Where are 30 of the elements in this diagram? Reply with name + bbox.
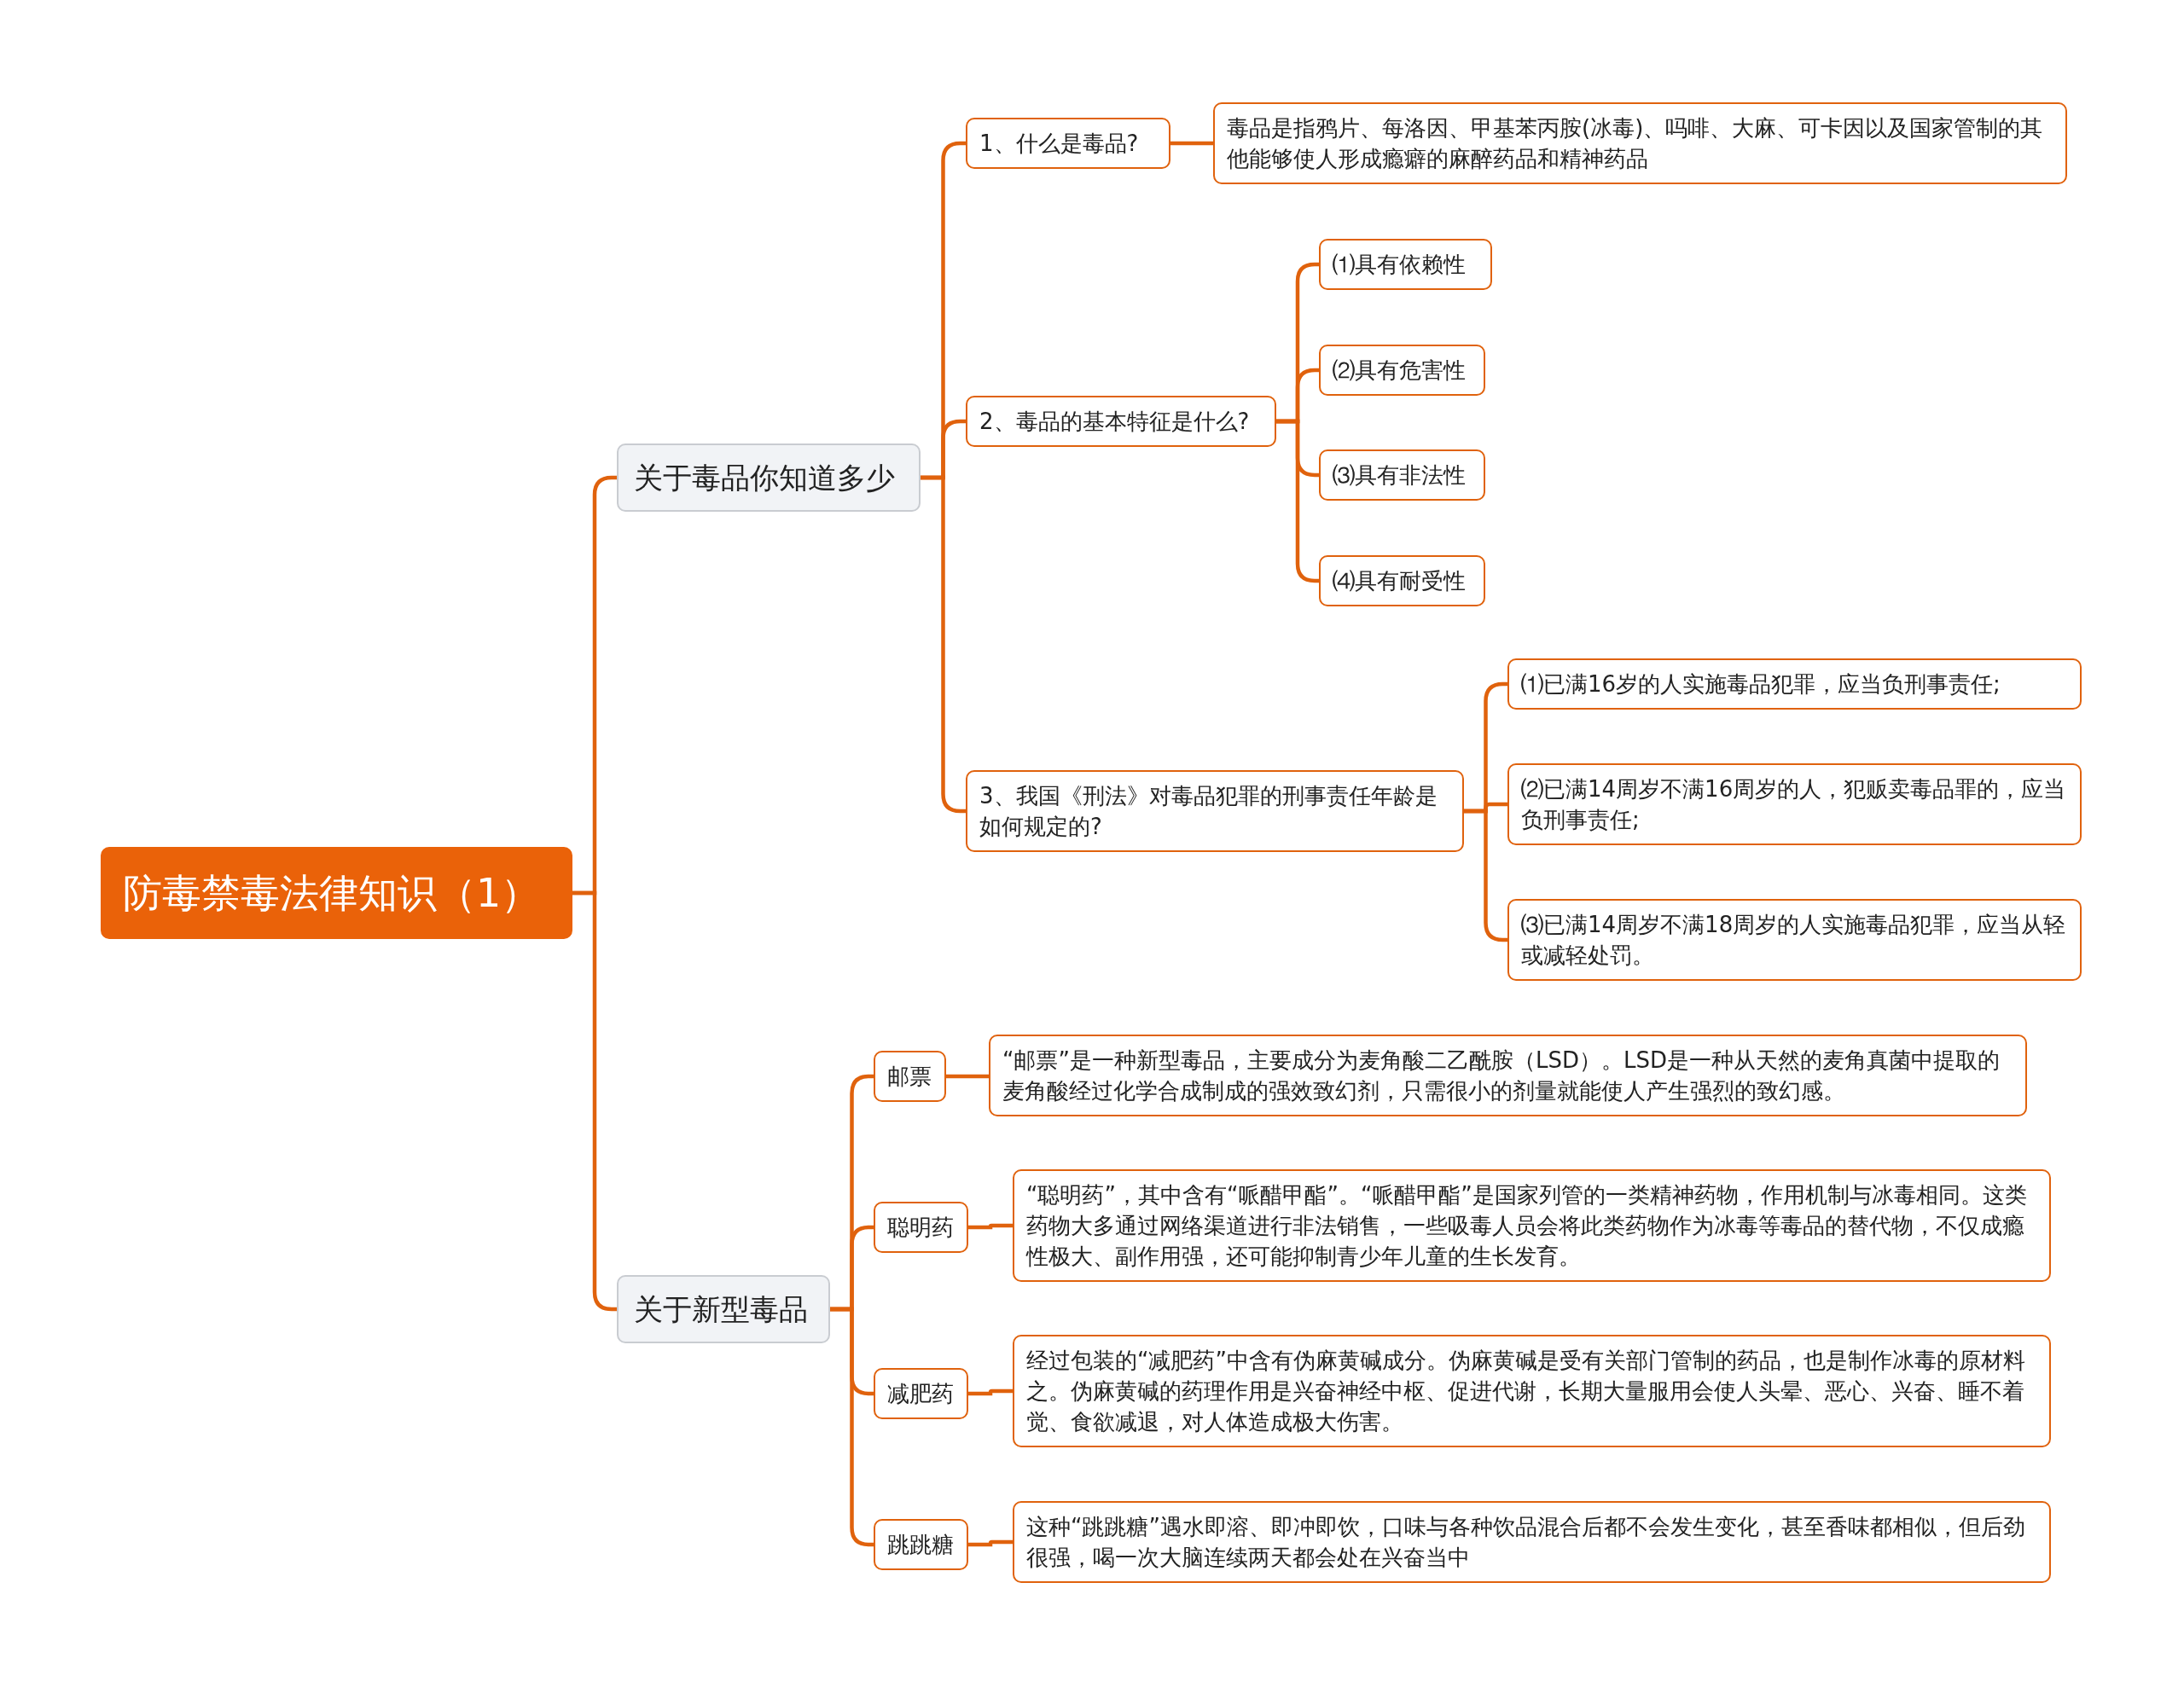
- subtopic-box: 邮票: [874, 1051, 946, 1102]
- note-box: ⑵已满14周岁不满16周岁的人，犯贩卖毒品罪的，应当负刑事责任;: [1507, 763, 2082, 845]
- subtopic-box: ⑷具有耐受性: [1319, 555, 1485, 606]
- connector-line: [968, 1388, 1013, 1396]
- topic-box: 关于新型毒品: [617, 1275, 830, 1343]
- note-box: 毒品是指鸦片、每洛因、甲基苯丙胺(冰毒)、吗啡、大麻、可卡因以及国家管制的其他能够使人形成瘾癖的麻醉药品和精神药品: [1213, 102, 2067, 184]
- note-box: “邮票”是一种新型毒品，主要成分为麦角酸二乙酰胺（LSD）。LSD是一种从天然的麦角真菌中提取的麦角酸经过化学合成制成的强效致幻剂，只需很小的剂量就能使人产生强烈的致幻感。: [989, 1035, 2027, 1116]
- note-box: 这种“跳跳糖”遇水即溶、即冲即饮，口味与各种饮品混合后都不会发生变化，甚至香味都相似，但后劲很强，喝一次大脑连续两天都会处在兴奋当中: [1013, 1501, 2051, 1583]
- connector-line: [921, 475, 966, 814]
- subtopic-box: ⑴具有依赖性: [1319, 239, 1492, 290]
- note-box: 经过包装的“减肥药”中含有伪麻黄碱成分。伪麻黄碱是受有关部门管制的药品，也是制作冰毒的原材料之。伪麻黄碱的药理作用是兴奋神经中枢、促进代谢，长期大量服用会使人头晕、恶心、兴奋、睡不着觉、食欲减退，对人体造成极大伤害。: [1013, 1335, 2051, 1447]
- topic-box: 关于毒品你知道多少: [617, 443, 921, 512]
- central-topic-box: 防毒禁毒法律知识（1）: [101, 847, 572, 939]
- connector-line: [968, 1539, 1013, 1547]
- note-box: ⑴已满16岁的人实施毒品犯罪，应当负刑事责任;: [1507, 658, 2082, 710]
- connector-line: [572, 890, 617, 1312]
- subtopic-box: 3、我国《刑法》对毒品犯罪的刑事责任年龄是如何规定的?: [966, 770, 1464, 852]
- note-box: “聪明药”，其中含有“哌醋甲酯”。“哌醋甲酯”是国家列管的一类精神药物，作用机制与冰毒相同。这类药物大多通过网络渠道进行非法销售，一些吸毒人员会将此类药物作为冰毒等毒品的替代物，不仅成瘾性极大、副作用强，还可能抑制青少年儿童的生长发育。: [1013, 1169, 2051, 1282]
- subtopic-box: 减肥药: [874, 1368, 968, 1419]
- connector-line: [946, 1074, 989, 1079]
- note-box: ⑶已满14周岁不满18周岁的人实施毒品犯罪，应当从轻或减轻处罚。: [1507, 899, 2082, 981]
- connector-line: [1170, 141, 1213, 146]
- connector-line: [968, 1223, 1013, 1230]
- subtopic-box: ⑶具有非法性: [1319, 449, 1485, 501]
- connector-line: [1276, 419, 1319, 583]
- subtopic-box: 2、毒品的基本特征是什么?: [966, 396, 1276, 447]
- subtopic-box: 1、什么是毒品?: [966, 118, 1170, 169]
- subtopic-box: 聪明药: [874, 1202, 968, 1253]
- subtopic-box: 跳跳糖: [874, 1519, 968, 1570]
- subtopic-box: ⑵具有危害性: [1319, 345, 1485, 396]
